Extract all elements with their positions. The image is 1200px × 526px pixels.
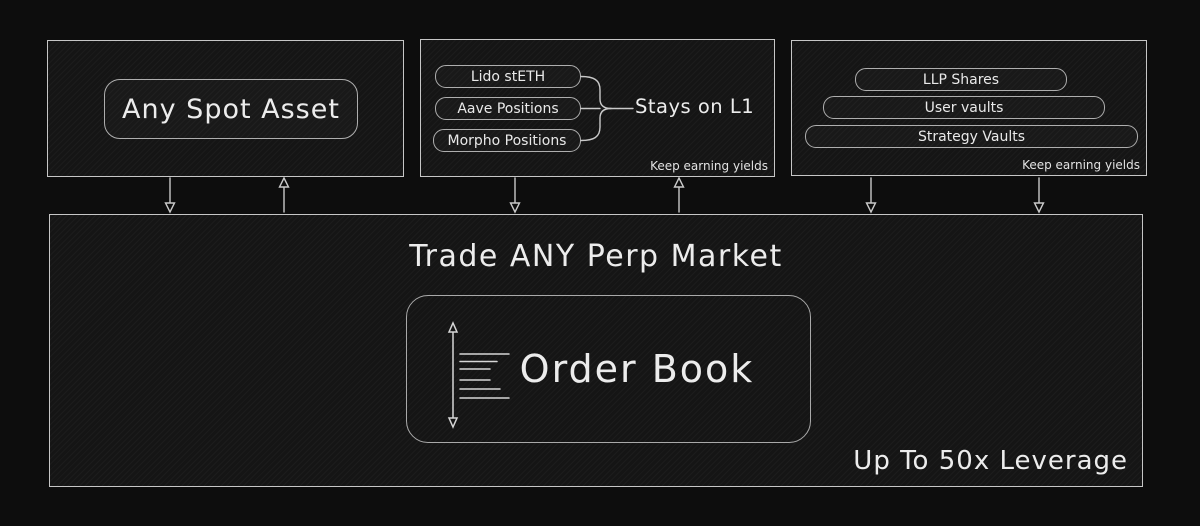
perp-market-box: Trade ANY Perp Market Or xyxy=(49,214,1143,487)
pill-morpho-positions-label: Morpho Positions xyxy=(447,132,567,149)
pill-lido-steth: Lido stETH xyxy=(435,65,581,88)
spot-asset-pill: Any Spot Asset xyxy=(104,79,358,139)
spot-asset-box: Any Spot Asset xyxy=(47,40,404,177)
up-arrow-icon xyxy=(673,176,685,213)
stays-on-l1-label: Stays on L1 xyxy=(635,95,755,118)
pill-lido-steth-label: Lido stETH xyxy=(470,68,546,85)
order-book-panel: Order Book xyxy=(406,295,811,443)
vaults-keep-earning-yields-note: Keep earning yields xyxy=(1022,158,1140,172)
pill-morpho-positions: Morpho Positions xyxy=(433,129,581,152)
up-arrow-icon xyxy=(278,176,290,213)
pill-strategy-vaults-label: Strategy Vaults xyxy=(917,128,1026,145)
order-book-label: Order Book xyxy=(519,347,755,391)
pill-user-vaults-label: User vaults xyxy=(924,99,1004,116)
l1-positions-box: Lido stETH Aave Positions Morpho Positio… xyxy=(420,39,775,177)
down-arrow-icon xyxy=(164,177,176,214)
perp-market-title: Trade ANY Perp Market xyxy=(409,239,783,274)
spot-asset-label: Any Spot Asset xyxy=(122,93,340,125)
pill-strategy-vaults: Strategy Vaults xyxy=(805,125,1138,148)
pill-llp-shares-label: LLP Shares xyxy=(922,71,1000,88)
down-arrow-icon xyxy=(1033,177,1045,214)
pill-user-vaults: User vaults xyxy=(823,96,1105,119)
pill-llp-shares: LLP Shares xyxy=(855,68,1067,91)
down-arrow-icon xyxy=(509,177,521,214)
pill-aave-positions-label: Aave Positions xyxy=(457,100,559,117)
leverage-note: Up To 50x Leverage xyxy=(853,446,1128,476)
pill-aave-positions: Aave Positions xyxy=(435,97,581,120)
l1-keep-earning-yields-note: Keep earning yields xyxy=(650,159,768,173)
down-arrow-icon xyxy=(865,177,877,214)
vaults-box: LLP Shares User vaults Strategy Vaults K… xyxy=(791,40,1147,176)
